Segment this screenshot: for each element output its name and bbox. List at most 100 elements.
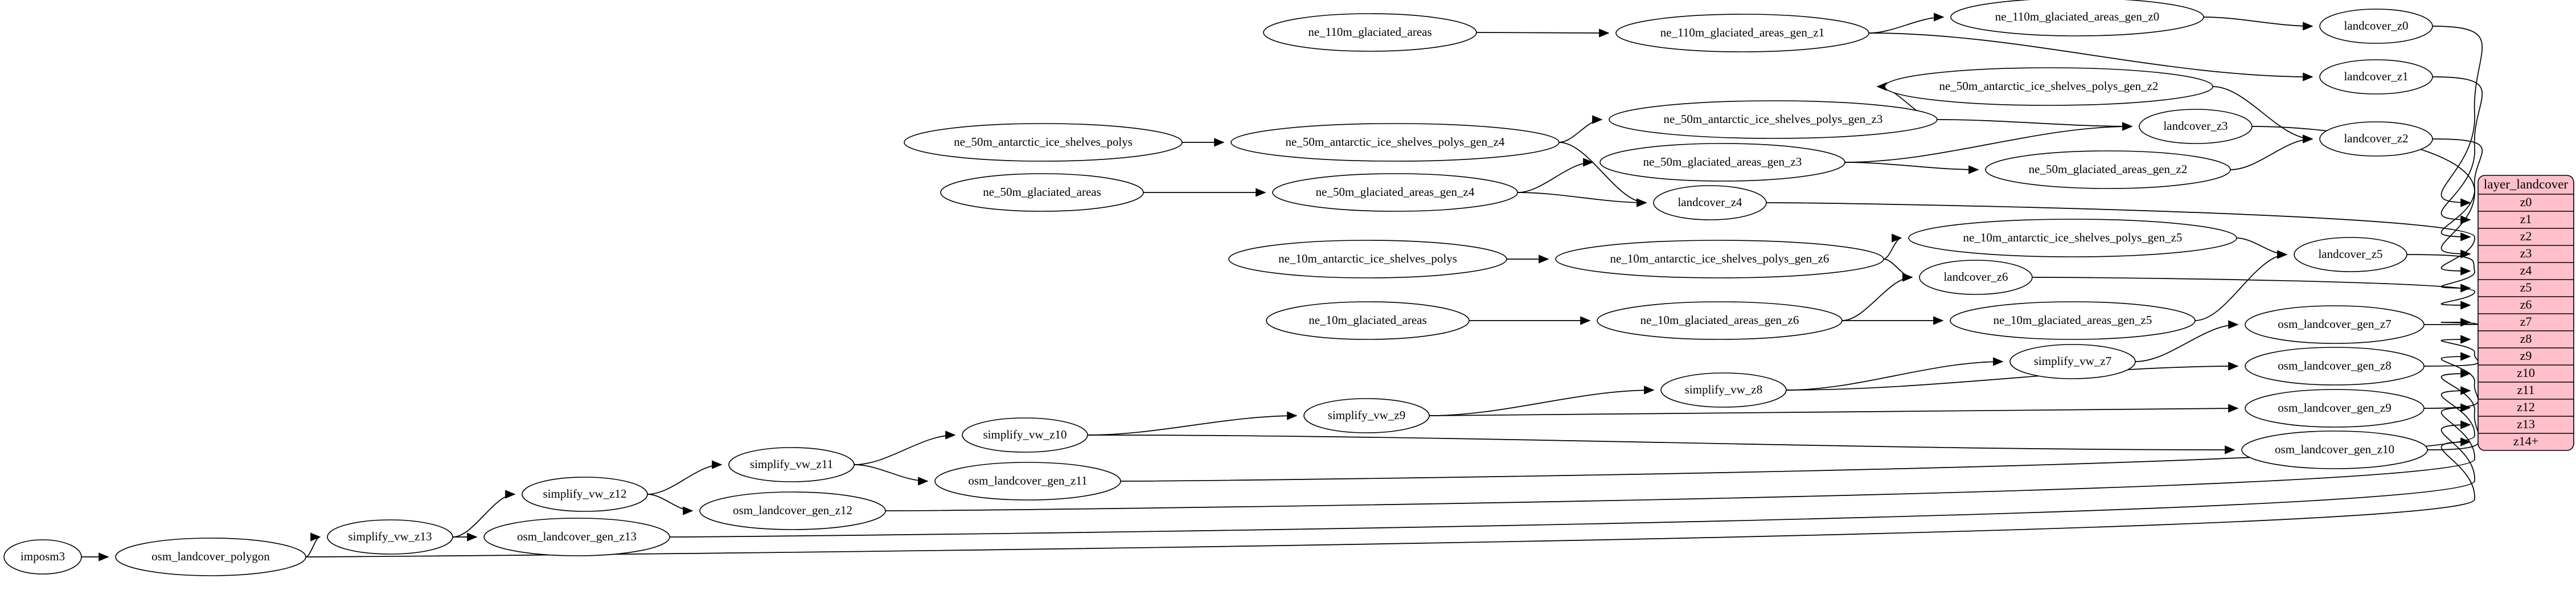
graph-edge: [2032, 277, 2475, 310]
table-row[interactable]: [2478, 263, 2574, 280]
table-row[interactable]: [2478, 280, 2574, 297]
graph-node[interactable]: ne_50m_antarctic_ice_shelves_polys: [904, 123, 1183, 162]
node-ellipse: [1908, 219, 2237, 257]
graph-node[interactable]: landcover_z1: [2319, 59, 2433, 95]
graph-edge: [1476, 28, 1610, 38]
node-ellipse: [699, 491, 886, 530]
table-row[interactable]: [2478, 228, 2574, 245]
graph-edge: [1517, 158, 1594, 193]
table-row[interactable]: [2478, 211, 2574, 228]
graph-node[interactable]: landcover_z3: [2139, 109, 2253, 144]
graph-edge: [1517, 192, 1647, 207]
table-row[interactable]: [2478, 331, 2574, 348]
graph-node[interactable]: simplify_vw_z9: [1303, 398, 1430, 433]
graph-node[interactable]: osm_landcover_polygon: [115, 538, 306, 576]
graph-edge: [2423, 352, 2479, 409]
graph-node[interactable]: ne_10m_antarctic_ice_shelves_polys_gen_z…: [1908, 219, 2237, 257]
graph-edge: [2203, 17, 2314, 31]
graph-edge: [854, 430, 956, 465]
table-row[interactable]: [2478, 297, 2574, 314]
graph-node[interactable]: osm_landcover_gen_z9: [2245, 389, 2425, 428]
table-row[interactable]: [2478, 245, 2574, 263]
table-row[interactable]: [2478, 314, 2574, 331]
graph-node[interactable]: ne_110m_glaciated_areas_gen_z0: [1950, 0, 2204, 36]
node-ellipse: [1653, 185, 1767, 220]
node-ellipse: [1950, 301, 2196, 340]
node-ellipse: [1884, 67, 2213, 106]
graph-node[interactable]: imposm3: [3, 539, 82, 575]
node-ellipse: [2294, 237, 2407, 272]
graph-node[interactable]: osm_landcover_gen_z13: [483, 518, 670, 556]
graph-edge: [2423, 335, 2479, 367]
node-ellipse: [1609, 100, 1938, 139]
table-row[interactable]: [2478, 382, 2574, 399]
node-ellipse: [940, 173, 1144, 212]
graph-node[interactable]: landcover_z2: [2319, 121, 2433, 157]
node-ellipse: [1597, 301, 1843, 340]
graph-node[interactable]: ne_10m_glaciated_areas_gen_z5: [1950, 301, 2196, 340]
table-row[interactable]: [2478, 365, 2574, 382]
graph-node[interactable]: ne_10m_glaciated_areas_gen_z6: [1597, 301, 1843, 340]
graph-node[interactable]: simplify_vw_z11: [728, 447, 855, 482]
graph-node[interactable]: landcover_z0: [2319, 9, 2433, 44]
graph-node[interactable]: landcover_z6: [1919, 260, 2033, 295]
graph-node[interactable]: ne_50m_glaciated_areas: [940, 173, 1144, 212]
graph-node[interactable]: ne_110m_glaciated_areas_gen_z1: [1615, 14, 1869, 52]
graph-node[interactable]: osm_landcover_gen_z8: [2245, 347, 2425, 386]
graph-edge: [1766, 202, 2475, 276]
table-row[interactable]: [2478, 433, 2574, 450]
layer-table-shell: [2477, 175, 2574, 451]
node-ellipse: [1660, 372, 1787, 408]
graph-node[interactable]: ne_10m_glaciated_areas: [1266, 301, 1470, 340]
graph-node[interactable]: ne_10m_antarctic_ice_shelves_polys_gen_z…: [1555, 240, 1884, 278]
table-row[interactable]: [2478, 416, 2574, 433]
node-ellipse: [1615, 14, 1869, 52]
graph-node[interactable]: osm_landcover_gen_z11: [934, 462, 1121, 501]
node-ellipse: [1272, 173, 1518, 212]
node-ellipse: [327, 519, 453, 555]
graph-node[interactable]: ne_50m_antarctic_ice_shelves_polys_gen_z…: [1230, 123, 1560, 162]
node-ellipse: [522, 477, 648, 512]
graph-node[interactable]: simplify_vw_z13: [327, 519, 453, 555]
graph-node[interactable]: landcover_z4: [1653, 185, 1767, 220]
graph-edge: [669, 420, 2475, 538]
graph-edge: [1558, 115, 1603, 143]
graph-node[interactable]: osm_landcover_gen_z12: [699, 491, 886, 530]
graph-node[interactable]: ne_50m_antarctic_ice_shelves_polys_gen_z…: [1609, 100, 1938, 139]
node-ellipse: [1266, 301, 1470, 340]
graph-edge: [1868, 13, 1945, 34]
graph-edge: [2427, 369, 2480, 450]
table-row[interactable]: [2478, 194, 2574, 211]
graph-edge: [1937, 119, 2133, 131]
graph-edge: [2212, 86, 2314, 143]
node-ellipse: [2319, 121, 2433, 157]
node-ellipse: [2245, 389, 2425, 428]
graph-node[interactable]: ne_50m_glaciated_areas_gen_z3: [1599, 143, 1845, 182]
graph-node[interactable]: landcover_z5: [2294, 237, 2407, 272]
graph-edge: [1786, 362, 2239, 391]
node-ellipse: [2009, 344, 2136, 379]
node-ellipse: [115, 538, 306, 576]
node-ellipse: [904, 123, 1183, 162]
node-ellipse: [1599, 143, 1845, 182]
node-ellipse: [1555, 240, 1884, 278]
graph-node[interactable]: simplify_vw_z10: [962, 417, 1088, 453]
graph-node[interactable]: ne_50m_antarctic_ice_shelves_polys_gen_z…: [1884, 67, 2213, 106]
node-ellipse: [1919, 260, 2033, 295]
table-row[interactable]: [2478, 399, 2574, 416]
table-row[interactable]: [2478, 348, 2574, 365]
graph-node[interactable]: osm_landcover_gen_z7: [2245, 305, 2425, 344]
graph-edge: [1120, 386, 2475, 482]
graph-edge: [2135, 320, 2239, 362]
graph-node[interactable]: simplify_vw_z12: [522, 477, 648, 512]
graph-node[interactable]: ne_10m_antarctic_ice_shelves_polys: [1228, 240, 1507, 278]
node-ellipse: [1228, 240, 1507, 278]
graph-node[interactable]: simplify_vw_z7: [2009, 344, 2136, 379]
graph-node[interactable]: osm_landcover_gen_z10: [2241, 430, 2428, 469]
graph-node[interactable]: ne_110m_glaciated_areas: [1263, 13, 1477, 52]
graph-node[interactable]: ne_50m_glaciated_areas_gen_z2: [1985, 150, 2231, 189]
graph-node[interactable]: ne_50m_glaciated_areas_gen_z4: [1272, 173, 1518, 212]
graph-node[interactable]: simplify_vw_z8: [1660, 372, 1787, 408]
